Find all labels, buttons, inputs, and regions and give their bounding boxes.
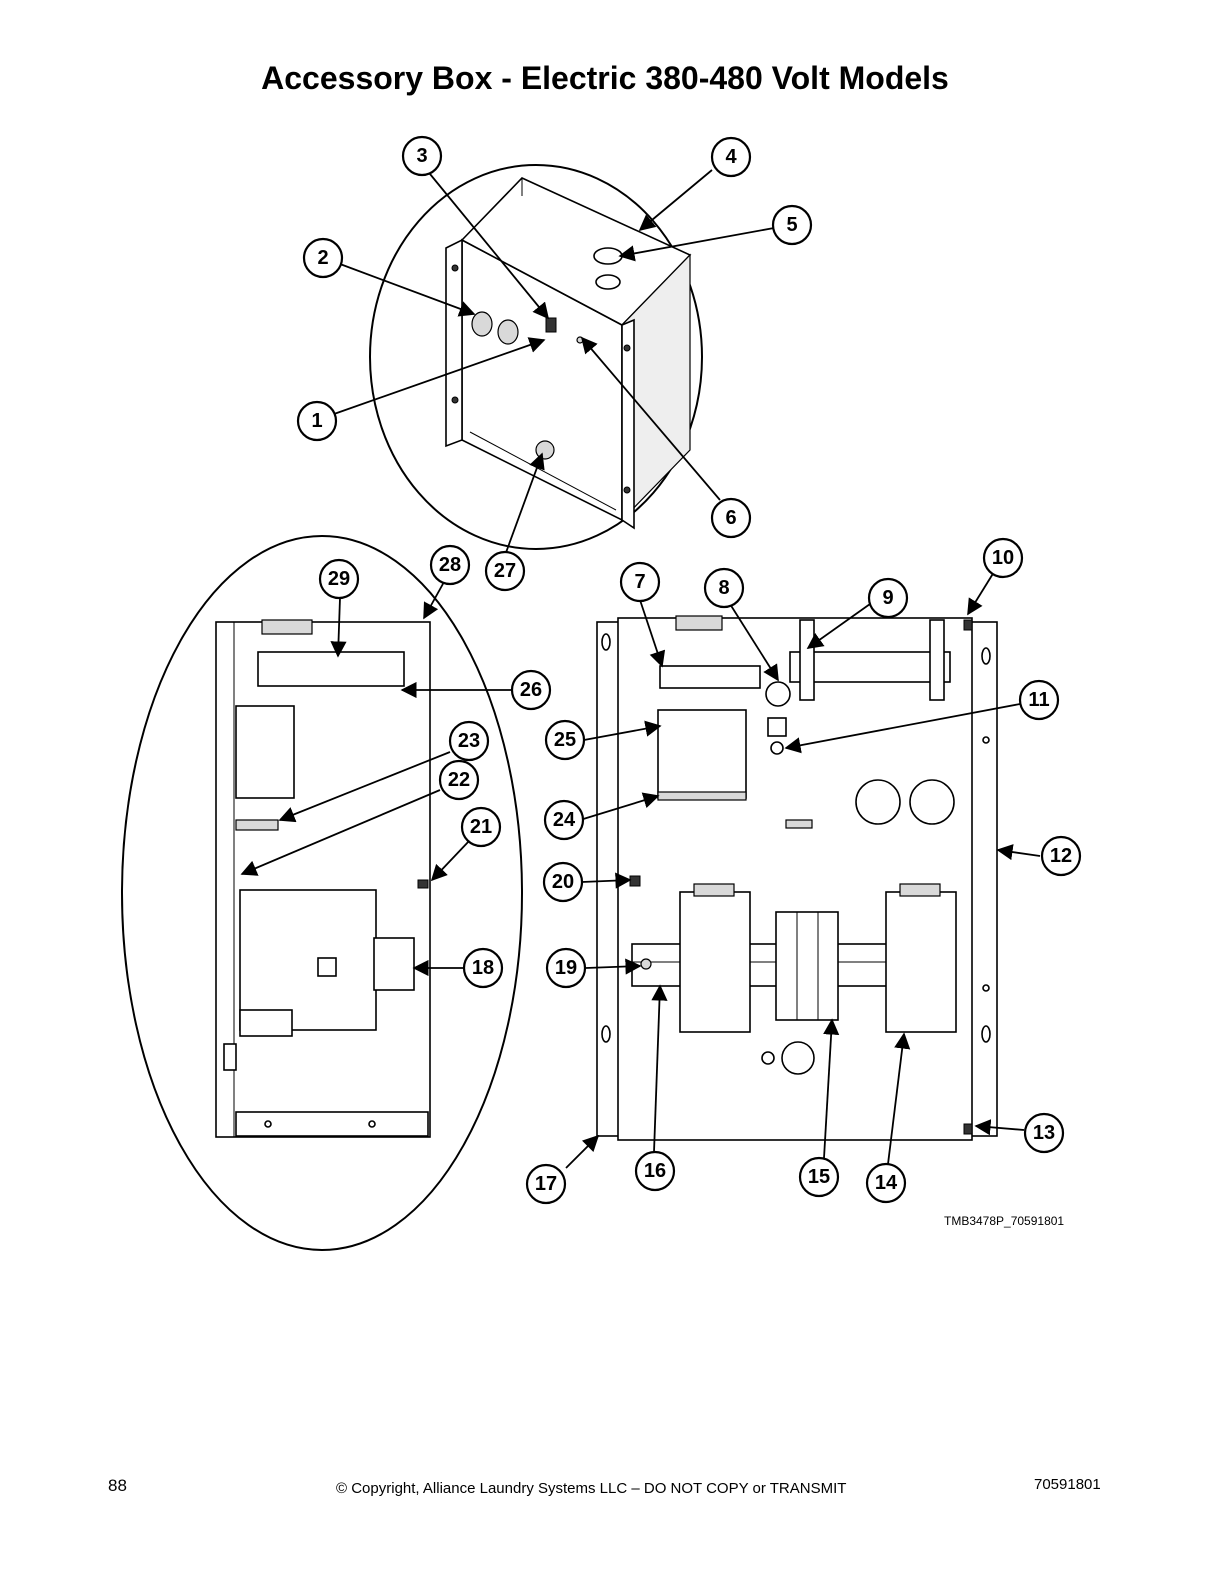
svg-text:23: 23 [458,730,480,752]
callout-9: 9 [867,577,909,619]
callout-16: 16 [634,1150,676,1192]
svg-text:28: 28 [439,554,461,576]
rear-view-detail [369,164,703,550]
callout-25: 25 [544,719,586,761]
svg-text:6: 6 [725,507,736,529]
svg-text:12: 12 [1050,845,1072,867]
page-number: 88 [108,1476,127,1495]
callout-22: 22 [438,759,480,801]
svg-text:26: 26 [520,679,542,701]
callout-29: 29 [318,558,360,600]
callout-21: 21 [460,806,502,848]
callout-28: 28 [429,544,471,586]
page-title: Accessory Box - Electric 380-480 Volt Mo… [261,60,949,96]
svg-text:16: 16 [644,1160,666,1182]
svg-text:11: 11 [1028,689,1049,711]
callout-17: 17 [525,1163,567,1205]
callout-18: 18 [462,947,504,989]
svg-text:9: 9 [882,587,893,609]
callout-8: 8 [703,567,745,609]
svg-text:2: 2 [317,247,328,269]
callout-24: 24 [543,799,585,841]
svg-text:29: 29 [328,568,350,590]
document-number: 70591801 [1034,1476,1101,1493]
svg-text:19: 19 [555,957,577,979]
callout-12: 12 [1040,835,1082,877]
callout-15: 15 [798,1156,840,1198]
svg-text:14: 14 [875,1172,898,1194]
callout-2: 2 [302,237,344,279]
leader-lines [240,169,1041,1169]
svg-text:20: 20 [552,871,574,893]
callout-6: 6 [710,497,752,539]
callout-14: 14 [865,1162,907,1204]
callout-23: 23 [448,720,490,762]
callout-5: 5 [771,204,813,246]
callout-7: 7 [619,561,661,603]
copyright-notice: © Copyright, Alliance Laundry Systems LL… [336,1480,847,1497]
callout-13: 13 [1023,1112,1065,1154]
svg-text:10: 10 [992,547,1014,569]
svg-text:13: 13 [1033,1122,1055,1144]
svg-text:7: 7 [634,571,645,593]
svg-text:21: 21 [470,816,492,838]
svg-text:3: 3 [416,145,427,167]
callout-10: 10 [982,537,1024,579]
callout-27: 27 [484,550,526,592]
figure-id: TMB3478P_70591801 [944,1214,1065,1228]
svg-text:18: 18 [472,957,494,979]
callout-3: 3 [401,135,443,177]
callout-11: 11 [1018,679,1060,721]
svg-text:5: 5 [786,214,797,236]
callout-19: 19 [545,947,587,989]
svg-text:25: 25 [554,729,576,751]
callout-1: 1 [296,400,338,442]
callout-26: 26 [510,669,552,711]
svg-text:22: 22 [448,769,470,791]
side-view-detail [121,535,523,1251]
callout-4: 4 [710,136,752,178]
svg-text:8: 8 [718,577,729,599]
svg-text:4: 4 [725,146,737,168]
callout-20: 20 [542,861,584,903]
svg-text:15: 15 [808,1166,830,1188]
svg-text:1: 1 [311,410,322,432]
front-view-detail [596,615,998,1141]
svg-text:27: 27 [494,560,516,582]
svg-text:17: 17 [535,1173,557,1195]
svg-text:24: 24 [553,809,576,831]
